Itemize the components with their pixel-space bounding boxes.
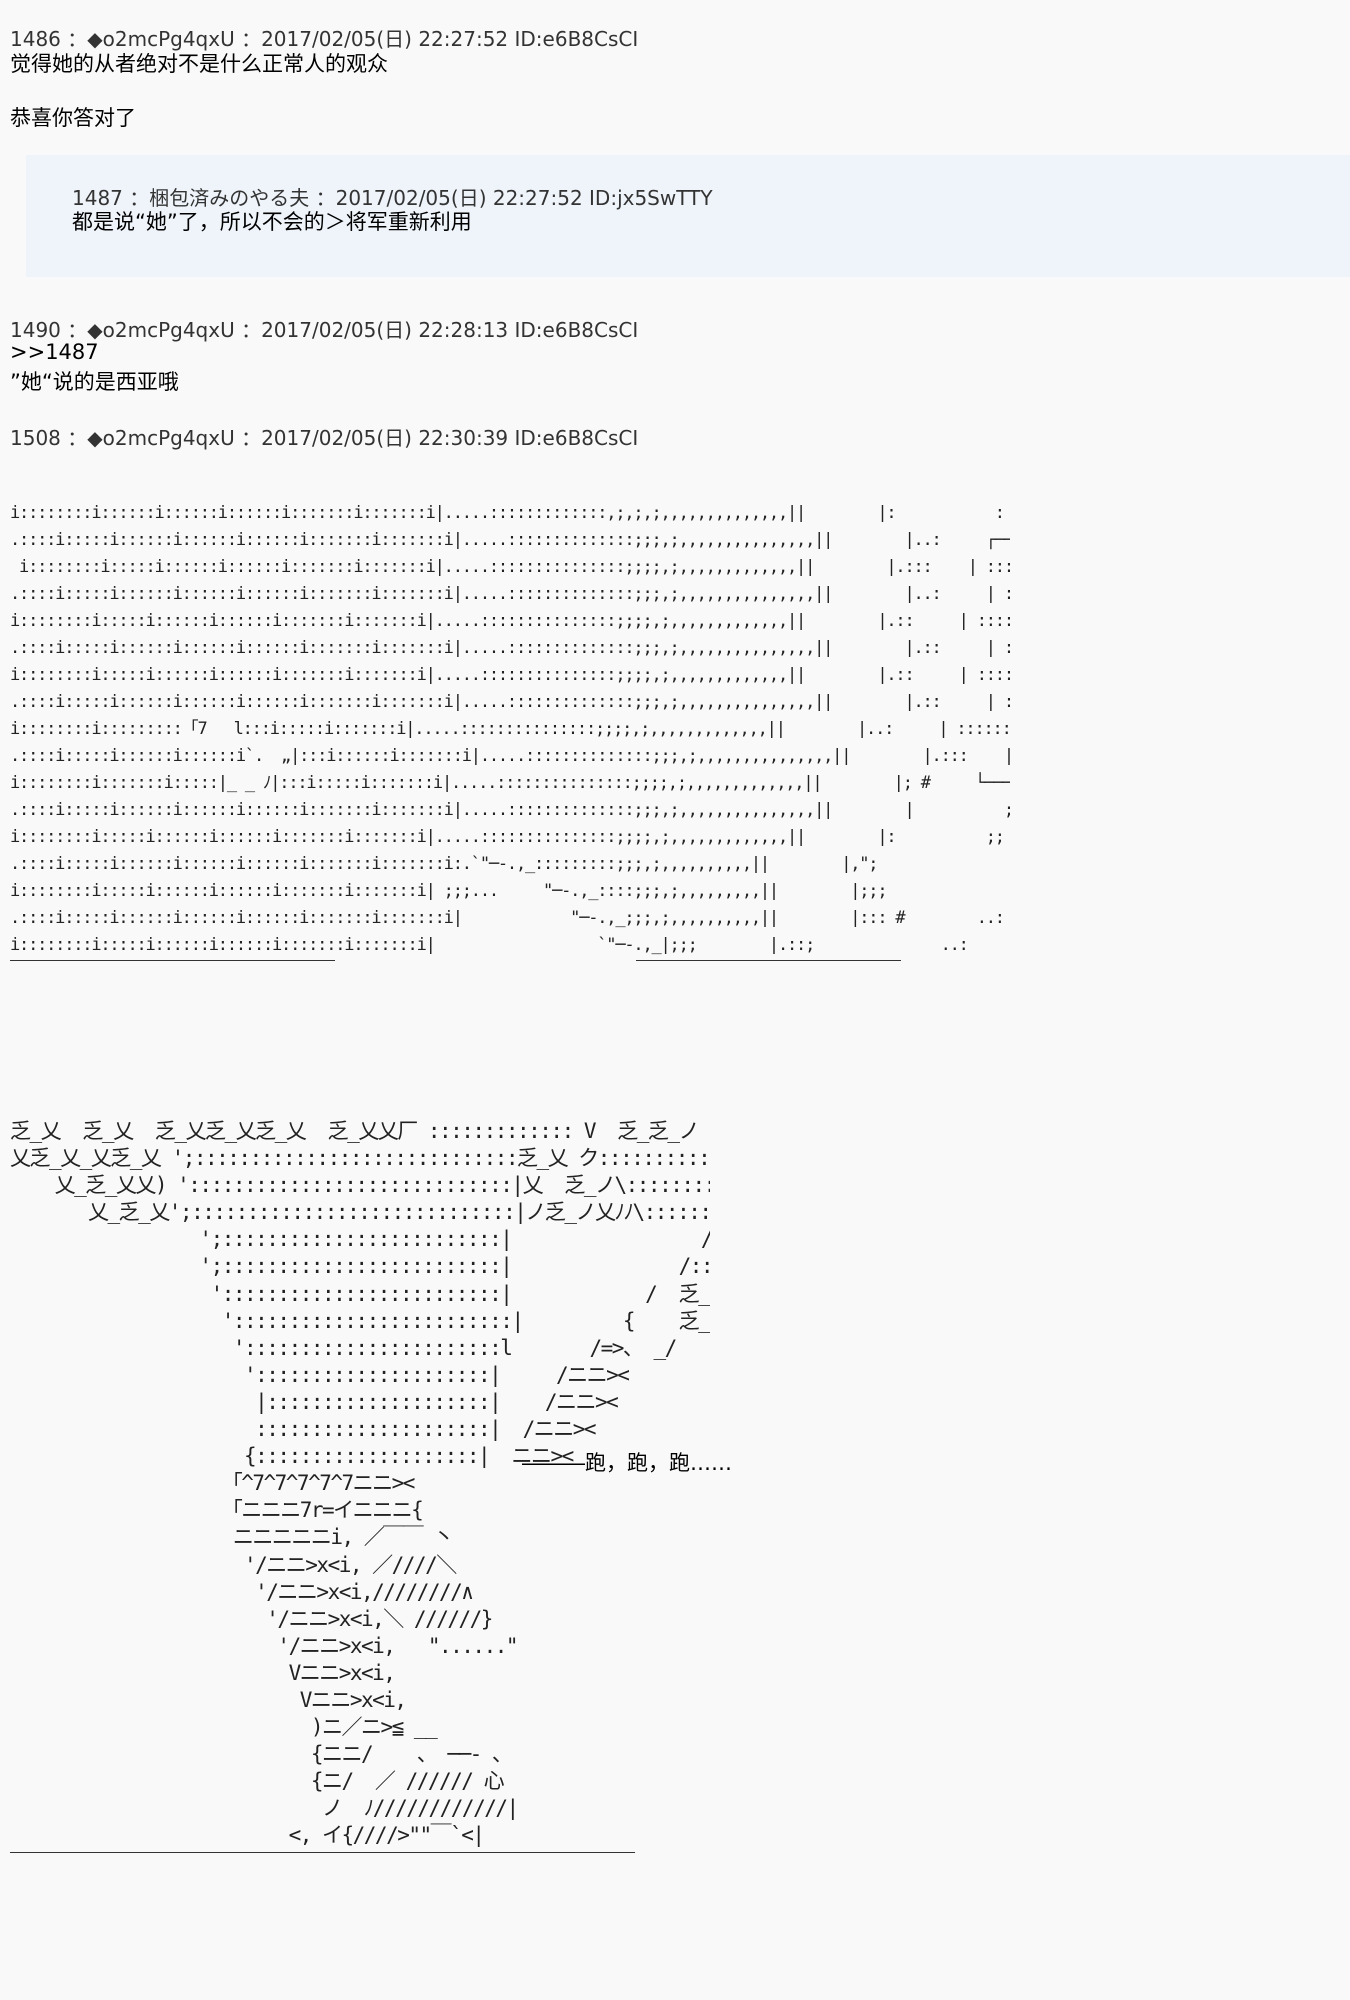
runner-ground-line [10,1852,635,1853]
scene-floor-line [10,960,335,961]
quoted-post [26,155,1350,277]
post-header: 1508 ：◆o2mcPg4qxU ：2017/02/05(日) 22:30:3… [10,426,639,450]
post-header: 1490 ：◆o2mcPg4qxU ：2017/02/05(日) 22:28:1… [10,318,639,342]
reply-anchor-link[interactable]: >>1487 [10,340,99,364]
quoted-post-header: 1487 ：梱包済みのやる夫 ：2017/02/05(日) 22:27:52 I… [72,186,713,210]
scene-floor-line [636,960,901,961]
quoted-post-body: 都是说“她”了，所以不会的＞将军重新利用 [72,210,472,234]
art-caption: ―――跑，跑，跑…… [522,1451,732,1475]
ascii-art-scene: i::::::::i::::::i::::::i::::::i:::::::i:… [10,503,1010,955]
post-text-line: 恭喜你答对了 [10,106,136,130]
post-text-line: 觉得她的从者绝对不是什么正常人的观众 [10,52,388,76]
post-text-line: ”她“说的是西亚哦 [10,370,179,394]
ascii-art-runner: 乏_乂 乏_乂 乏_乂乏_乂乏_乂 乏_乂乂厂 ::::::::::::: V … [10,1119,710,1848]
post-header: 1486 ：◆o2mcPg4qxU ：2017/02/05(日) 22:27:5… [10,27,639,51]
